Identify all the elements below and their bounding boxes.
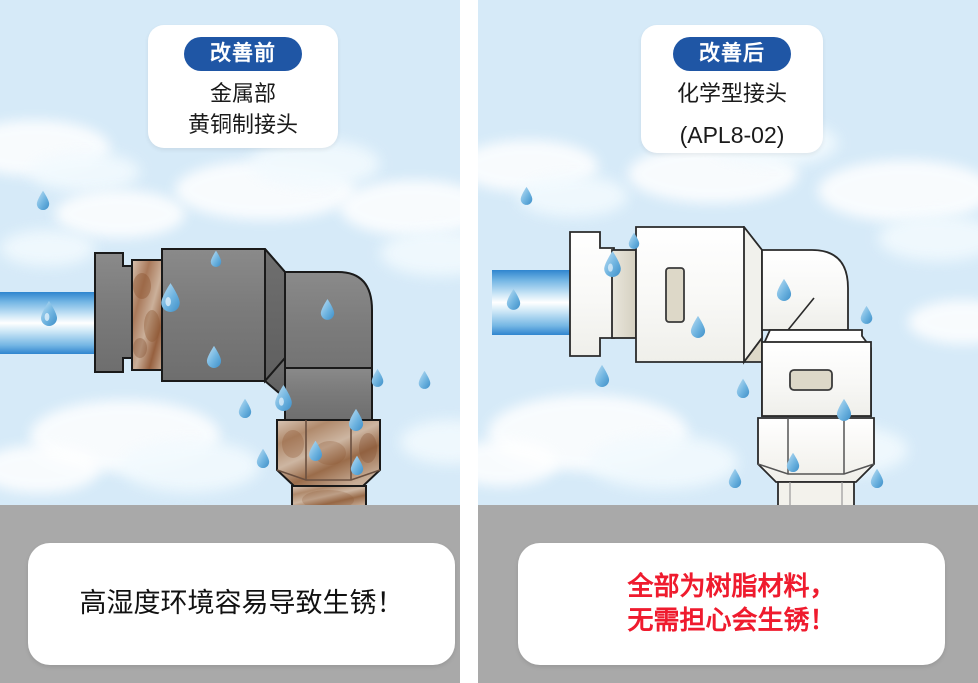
water-droplet-icon (728, 468, 742, 488)
cloud-icon (588, 435, 738, 489)
badge-after: 改善后 (673, 37, 791, 72)
water-droplet-icon (594, 364, 610, 387)
water-droplet-icon (36, 190, 50, 210)
water-droplet-icon (860, 305, 873, 324)
caption-box-after: 全部为树脂材料， 无需担心会生锈！ (518, 543, 945, 665)
cloud-icon (908, 300, 978, 344)
water-droplet-icon (256, 448, 270, 468)
cloud-icon (818, 160, 978, 222)
panel-before: 改善前 金属部 黄铜制接头 高湿度环境容易导致生锈！ (0, 0, 460, 683)
caption-text-before: 高湿度环境容易导致生锈！ (79, 587, 404, 619)
caption-box-before: 高湿度环境容易导致生锈！ (28, 543, 455, 665)
label-card-after: 改善后 化学型接头 (APL8-02) (641, 25, 823, 153)
water-droplet-icon (786, 452, 800, 472)
label-before-line1: 金属部 (209, 82, 276, 108)
water-droplet-icon (604, 251, 621, 277)
water-droplet-icon (371, 368, 384, 387)
cloud-icon (250, 140, 380, 188)
water-droplet-icon (206, 345, 222, 368)
water-droplet-icon (776, 278, 792, 301)
water-droplet-icon (628, 232, 640, 249)
cloud-icon (340, 180, 460, 236)
water-droplet-icon (309, 440, 322, 461)
water-droplet-icon (348, 408, 364, 431)
water-droplet-icon (238, 398, 252, 418)
water-droplet-icon (210, 250, 222, 267)
water-droplet-icon (736, 378, 750, 398)
water-droplet-icon (320, 299, 335, 320)
label-card-before: 改善前 金属部 黄铜制接头 (148, 25, 338, 148)
water-droplet-icon (690, 315, 706, 338)
badge-before: 改善前 (184, 37, 302, 72)
water-droplet-icon (350, 455, 364, 475)
water-droplet-icon (506, 289, 521, 310)
cloud-icon (0, 230, 95, 266)
water-droplet-icon (41, 301, 57, 326)
caption-after-line2: 无需担心会生锈！ (627, 605, 836, 635)
label-before-line2: 黄铜制接头 (187, 113, 298, 139)
label-after-line2: (APL8-02) (679, 122, 785, 149)
brass-elbow-fitting-illustration (94, 248, 381, 505)
water-droplet-icon (418, 370, 431, 389)
water-droplet-icon (275, 385, 292, 411)
water-droplet-icon (520, 186, 533, 205)
water-droplet-icon (836, 398, 852, 421)
cloud-icon (30, 152, 140, 192)
panel-after: 改善后 化学型接头 (APL8-02) 全部为树脂材料， 无需担心会生锈！ (478, 0, 978, 683)
water-droplet-icon (870, 468, 884, 488)
caption-after-line1: 全部为树脂材料， (627, 571, 836, 602)
cloud-icon (878, 215, 978, 261)
caption-text-after: 全部为树脂材料， 无需担心会生锈！ (627, 570, 835, 638)
label-after-line1: 化学型接头 (676, 82, 787, 108)
cloud-icon (55, 190, 185, 238)
cloud-icon (120, 440, 260, 492)
cloud-icon (518, 175, 628, 217)
water-droplet-icon (161, 283, 180, 312)
cloud-icon (0, 445, 100, 493)
